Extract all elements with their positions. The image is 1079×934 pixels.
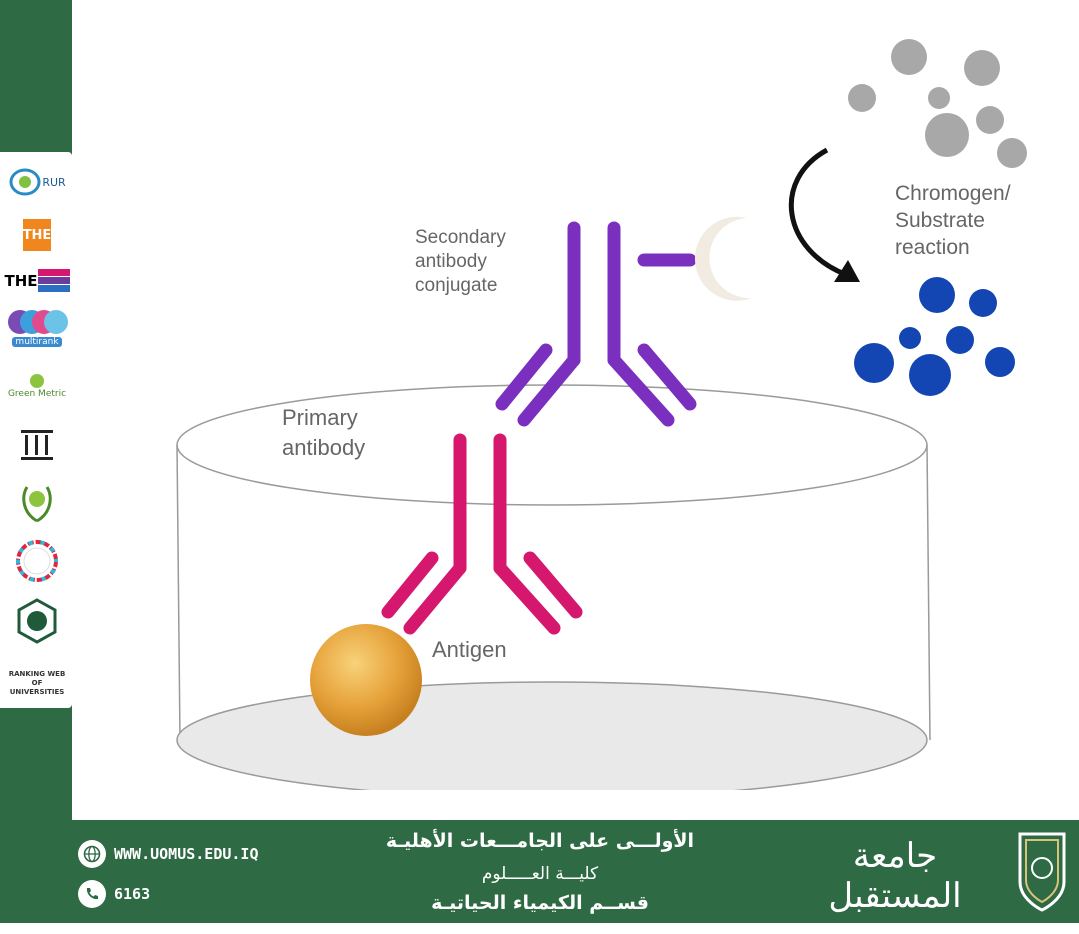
footer-line2: كليـــة العـــــلوم bbox=[481, 864, 599, 884]
footer-line1: الأولـــى على الجامـــعات الأهليـة bbox=[385, 830, 695, 852]
well-bottom bbox=[176, 681, 928, 790]
well-left-wall bbox=[176, 444, 181, 741]
greenmetric-logo-icon[interactable]: Green Metric bbox=[4, 360, 70, 412]
main-content-area: Secondary antibody conjugate Primary ant… bbox=[72, 0, 1079, 820]
website-row[interactable]: WWW.UOMUS.EDU.IQ bbox=[78, 840, 259, 868]
chromogen-label-line1: Chromogen/ bbox=[895, 182, 1011, 205]
rur-logo-icon[interactable]: RUR bbox=[4, 162, 70, 202]
webometrics-text: RANKING WEB OF UNIVERSITIES bbox=[8, 669, 66, 696]
antigen-label: Antigen bbox=[432, 637, 507, 662]
globe-icon bbox=[78, 840, 106, 868]
greenmetric-text: Green Metric bbox=[7, 389, 67, 399]
sdg-wheel-icon[interactable] bbox=[4, 536, 70, 586]
university-name-english: AL-MUSTAQBAL UNIVERSITY bbox=[805, 922, 985, 934]
arab-engineers-logo-icon[interactable] bbox=[4, 594, 70, 652]
the-badge: THE bbox=[23, 219, 51, 251]
secondary-label-line2: antibody bbox=[415, 251, 487, 272]
webometrics-logo-icon[interactable]: RANKING WEB OF UNIVERSITIES bbox=[4, 666, 70, 700]
arab-universities-logo-icon[interactable] bbox=[4, 478, 70, 528]
chromogen-label-line3: reaction bbox=[895, 236, 970, 259]
phone-icon bbox=[78, 880, 106, 908]
reaction-arrowhead-icon bbox=[834, 260, 860, 282]
primary-label-line2: antibody bbox=[282, 435, 365, 460]
well-right-wall bbox=[926, 444, 931, 741]
rankings-panel: RUR THE THE multirank Green Metric RANKI… bbox=[0, 152, 72, 708]
antigen-sphere bbox=[310, 624, 422, 736]
the-impact-text: THE bbox=[4, 272, 38, 290]
university-name[interactable]: جامعة المستقبل AL-MUSTAQBAL UNIVERSITY bbox=[790, 836, 1000, 934]
multirank-text: multirank bbox=[12, 337, 62, 347]
the-impact-logo-icon[interactable]: THE bbox=[4, 264, 70, 298]
footer-bar: WWW.UOMUS.EDU.IQ 6163 الأولـــى على الجا… bbox=[0, 820, 1079, 923]
primary-antibody bbox=[381, 433, 583, 635]
footer-line3: قســم الكيمياء الحياتيـة bbox=[431, 892, 649, 914]
university-name-arabic: جامعة المستقبل bbox=[828, 836, 962, 916]
multirank-logo-icon[interactable]: multirank bbox=[4, 304, 70, 350]
phone-row[interactable]: 6163 bbox=[78, 880, 150, 908]
rur-text: RUR bbox=[42, 175, 66, 189]
chromogen-label-line2: Substrate bbox=[895, 209, 985, 232]
reaction-arrow-icon bbox=[788, 147, 848, 278]
phone-number[interactable]: 6163 bbox=[114, 885, 151, 903]
product-dots bbox=[854, 277, 1015, 396]
columns-building-icon[interactable] bbox=[4, 424, 70, 464]
secondary-label-line1: Secondary bbox=[415, 227, 506, 248]
secondary-label-line3: conjugate bbox=[415, 275, 497, 296]
substrate-dots bbox=[848, 39, 1027, 168]
secondary-antibody bbox=[495, 221, 697, 427]
enzyme-conjugate bbox=[694, 216, 752, 301]
university-seal-icon[interactable] bbox=[1016, 830, 1068, 914]
elisa-diagram: Secondary antibody conjugate Primary ant… bbox=[176, 39, 1027, 790]
website-link[interactable]: WWW.UOMUS.EDU.IQ bbox=[114, 845, 259, 863]
primary-label-line1: Primary bbox=[282, 405, 358, 430]
the-logo-icon[interactable]: THE bbox=[4, 218, 70, 252]
